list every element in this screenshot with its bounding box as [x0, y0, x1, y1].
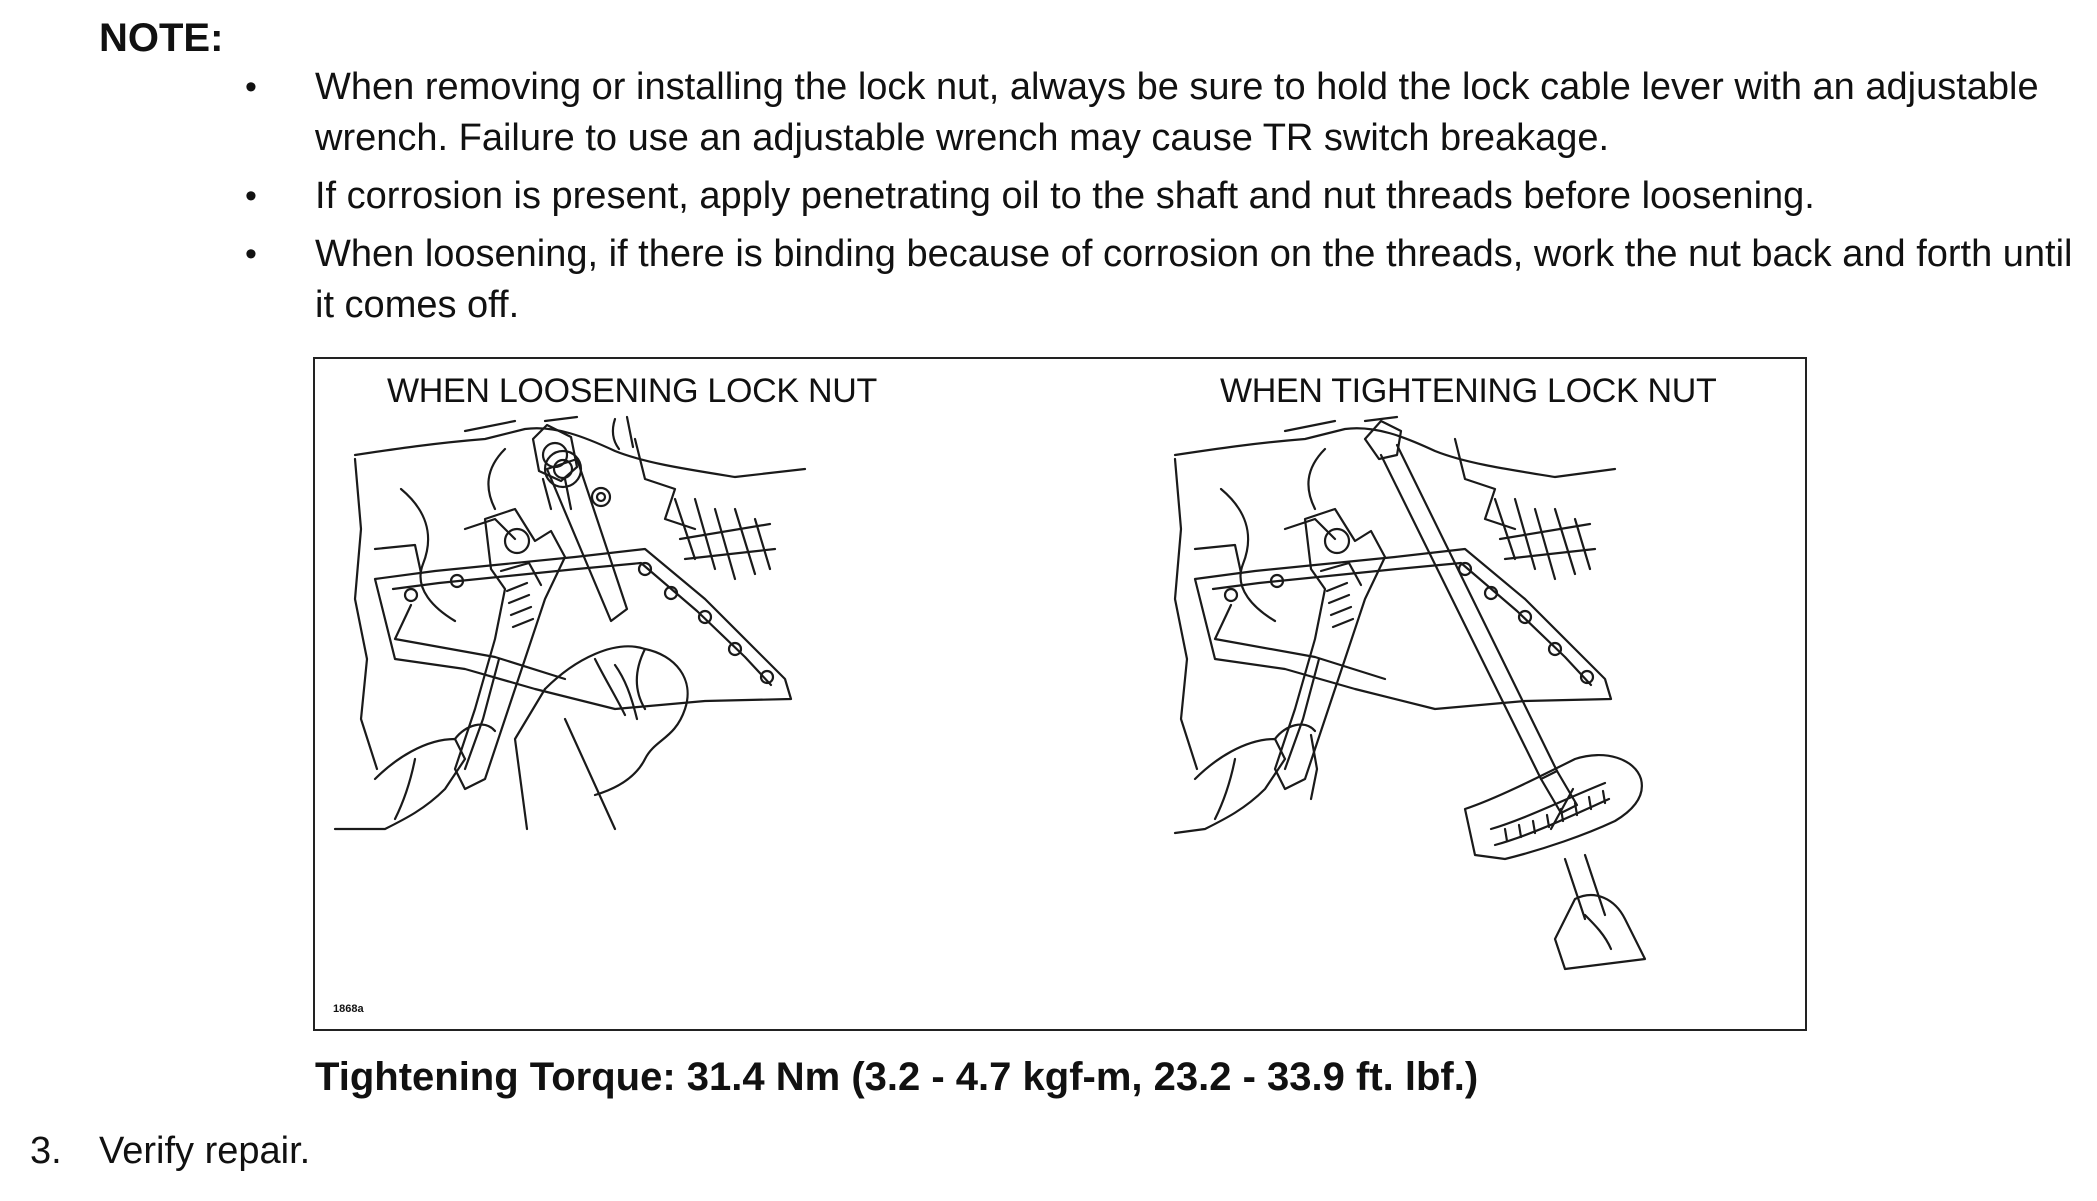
note-bullet-item: • If corrosion is present, apply penetra…	[0, 171, 2097, 222]
step-number: 3.	[30, 1130, 62, 1172]
illustration-figure: WHEN LOOSENING LOCK NUT WHEN TIGHTENING …	[313, 357, 1807, 1031]
note-bullet-text: When removing or installing the lock nut…	[315, 66, 2039, 159]
right-panel-drawing	[1173, 415, 1647, 971]
note-bullet-text: If corrosion is present, apply penetrati…	[315, 175, 1815, 217]
left-panel-caption: WHEN LOOSENING LOCK NUT	[387, 372, 877, 410]
torque-specification: Tightening Torque: 31.4 Nm (3.2 - 4.7 kg…	[315, 1055, 1479, 1099]
left-panel-drawing	[333, 415, 807, 831]
note-heading: NOTE:	[99, 16, 224, 60]
bullet-dot-icon: •	[245, 235, 257, 273]
bullet-dot-icon: •	[245, 177, 257, 215]
note-bullet-text: When loosening, if there is binding beca…	[315, 233, 2073, 326]
step-text: Verify repair.	[99, 1130, 311, 1172]
note-bullet-list: • When removing or installing the lock n…	[0, 62, 2097, 338]
note-bullet-item: • When loosening, if there is binding be…	[0, 229, 2097, 331]
figure-id-label: 1868a	[333, 1003, 364, 1015]
bullet-dot-icon: •	[245, 68, 257, 106]
illustration-drawing	[333, 415, 1647, 971]
right-panel-caption: WHEN TIGHTENING LOCK NUT	[1220, 372, 1717, 410]
note-bullet-item: • When removing or installing the lock n…	[0, 62, 2097, 164]
